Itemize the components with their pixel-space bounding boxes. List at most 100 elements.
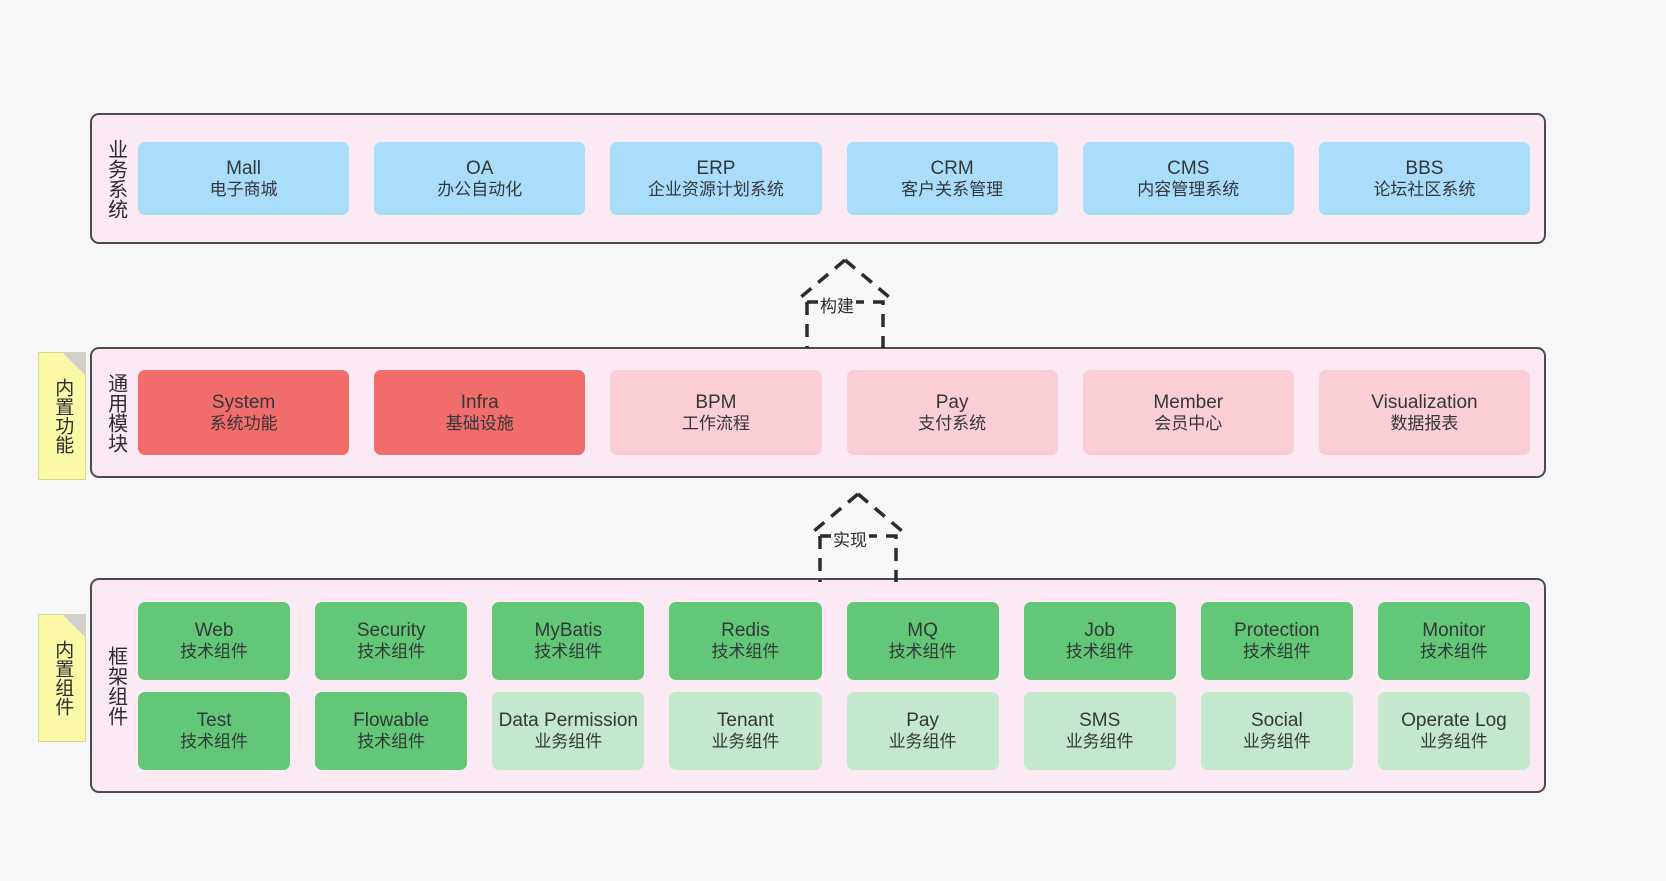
note-fold-corner-icon: [63, 353, 85, 375]
card-title-en: ERP: [696, 157, 736, 179]
card-title-cn: 技术组件: [1419, 641, 1488, 661]
card-title-cn: 业务组件: [711, 731, 780, 751]
card-title-cn: 工作流程: [681, 413, 750, 433]
card-member[interactable]: Member 会员中心: [1082, 370, 1294, 455]
card-title-cn: 技术组件: [357, 641, 426, 661]
arrow-label-implement: 实现: [831, 526, 869, 551]
card-title-en: Pay: [935, 391, 969, 413]
card-title-cn: 数据报表: [1390, 413, 1459, 433]
card-title-en: Social: [1250, 709, 1303, 731]
card-pay-business[interactable]: Pay 业务组件: [846, 691, 999, 770]
card-erp[interactable]: ERP 企业资源计划系统: [610, 142, 822, 215]
card-title-en: Redis: [721, 619, 770, 641]
card-title-en: SMS: [1079, 709, 1121, 731]
note-builtin-features: 内置功能: [38, 352, 86, 480]
card-title-cn: 论坛社区系统: [1373, 179, 1476, 199]
card-title-en: Tenant: [716, 709, 774, 731]
card-title-en: Visualization: [1371, 391, 1478, 413]
card-title-cn: 会员中心: [1154, 413, 1223, 433]
card-visualization[interactable]: Visualization 数据报表: [1318, 370, 1531, 455]
card-bbs[interactable]: BBS 论坛社区系统: [1318, 142, 1531, 215]
card-title-en: BBS: [1405, 157, 1444, 179]
card-system[interactable]: System 系统功能: [138, 370, 350, 455]
layer-body-framework-component: Web 技术组件 Security 技术组件 MyBatis 技术组件 Redi…: [134, 580, 1544, 791]
card-flowable[interactable]: Flowable 技术组件: [315, 691, 468, 770]
card-title-cn: 业务组件: [1065, 731, 1134, 751]
card-data-permission[interactable]: Data Permission 业务组件: [492, 691, 645, 770]
card-protection[interactable]: Protection 技术组件: [1200, 601, 1353, 680]
card-title-en: Test: [196, 709, 232, 731]
card-operate-log[interactable]: Operate Log 业务组件: [1377, 691, 1530, 770]
layer-title-business-system: 业务系统: [104, 138, 127, 219]
note-label: 内置组件: [52, 640, 74, 716]
card-title-cn: 技术组件: [1065, 641, 1134, 661]
layer-body-common-module: System 系统功能 Infra 基础设施 BPM 工作流程 Pay 支付系统…: [134, 349, 1544, 476]
card-title-en: Monitor: [1422, 619, 1486, 641]
card-tenant[interactable]: Tenant 业务组件: [669, 691, 822, 770]
card-row: Test 技术组件 Flowable 技术组件 Data Permission …: [138, 691, 1530, 770]
card-job[interactable]: Job 技术组件: [1023, 601, 1176, 680]
card-title-en: Web: [194, 619, 234, 641]
card-title-cn: 系统功能: [209, 413, 278, 433]
card-title-cn: 办公自动化: [437, 179, 523, 199]
card-sms[interactable]: SMS 业务组件: [1023, 691, 1176, 770]
card-oa[interactable]: OA 办公自动化: [374, 142, 586, 215]
card-mall[interactable]: Mall 电子商城: [138, 142, 350, 215]
card-title-cn: 技术组件: [711, 641, 780, 661]
card-cms[interactable]: CMS 内容管理系统: [1082, 142, 1294, 215]
card-test[interactable]: Test 技术组件: [138, 691, 291, 770]
card-title-en: CRM: [930, 157, 974, 179]
layer-common-module: 通用模块 System 系统功能 Infra 基础设施 BPM 工作流程 Pay: [90, 347, 1546, 478]
card-title-cn: 企业资源计划系统: [647, 179, 784, 199]
card-title-cn: 基础设施: [445, 413, 514, 433]
arrow-build: 构建: [755, 256, 935, 348]
card-title-en: Data Permission: [498, 709, 638, 731]
card-infra[interactable]: Infra 基础设施: [374, 370, 586, 455]
card-pay[interactable]: Pay 支付系统: [846, 370, 1058, 455]
card-title-cn: 业务组件: [888, 731, 957, 751]
card-title-cn: 技术组件: [1242, 641, 1311, 661]
card-mybatis[interactable]: MyBatis 技术组件: [492, 601, 645, 680]
card-title-en: CMS: [1167, 157, 1210, 179]
card-title-en: Flowable: [353, 709, 430, 731]
card-monitor[interactable]: Monitor 技术组件: [1377, 601, 1530, 680]
card-title-en: MQ: [907, 619, 938, 641]
card-title-en: Member: [1153, 391, 1224, 413]
note-fold-corner-icon: [63, 615, 85, 637]
card-title-en: Infra: [460, 391, 499, 413]
card-redis[interactable]: Redis 技术组件: [669, 601, 822, 680]
layer-business-system: 业务系统 Mall 电子商城 OA 办公自动化 ERP 企业资源计划系统 CRM: [90, 113, 1546, 244]
card-social[interactable]: Social 业务组件: [1200, 691, 1353, 770]
card-title-en: Operate Log: [1401, 709, 1507, 731]
card-row: Mall 电子商城 OA 办公自动化 ERP 企业资源计划系统 CRM 客户关系…: [138, 142, 1531, 215]
card-title-en: System: [211, 391, 276, 413]
arrow-implement: 实现: [768, 490, 948, 582]
card-title-cn: 客户关系管理: [901, 179, 1004, 199]
card-title-en: Pay: [906, 709, 939, 731]
layer-body-business-system: Mall 电子商城 OA 办公自动化 ERP 企业资源计划系统 CRM 客户关系…: [134, 115, 1544, 242]
card-title-en: MyBatis: [534, 619, 603, 641]
card-title-en: OA: [466, 157, 494, 179]
card-title-cn: 电子商城: [209, 179, 278, 199]
card-mq[interactable]: MQ 技术组件: [846, 601, 999, 680]
card-title-cn: 技术组件: [180, 641, 249, 661]
layer-framework-component: 框架组件 Web 技术组件 Security 技术组件 MyBatis 技术组件…: [90, 578, 1546, 793]
card-title-en: Mall: [226, 157, 261, 179]
card-row: System 系统功能 Infra 基础设施 BPM 工作流程 Pay 支付系统…: [138, 370, 1531, 455]
card-title-en: Security: [356, 619, 426, 641]
card-security[interactable]: Security 技术组件: [315, 601, 468, 680]
card-title-cn: 技术组件: [534, 641, 603, 661]
card-title-cn: 支付系统: [918, 413, 987, 433]
note-builtin-components: 内置组件: [38, 614, 86, 742]
card-title-cn: 技术组件: [888, 641, 957, 661]
card-title-en: BPM: [695, 391, 737, 413]
card-title-cn: 内容管理系统: [1137, 179, 1240, 199]
card-crm[interactable]: CRM 客户关系管理: [846, 142, 1058, 215]
card-web[interactable]: Web 技术组件: [138, 601, 291, 680]
card-title-cn: 业务组件: [1242, 731, 1311, 751]
card-title-cn: 业务组件: [534, 731, 603, 751]
card-row: Web 技术组件 Security 技术组件 MyBatis 技术组件 Redi…: [138, 601, 1530, 680]
layer-title-framework-component: 框架组件: [104, 645, 127, 726]
card-bpm[interactable]: BPM 工作流程: [610, 370, 822, 455]
